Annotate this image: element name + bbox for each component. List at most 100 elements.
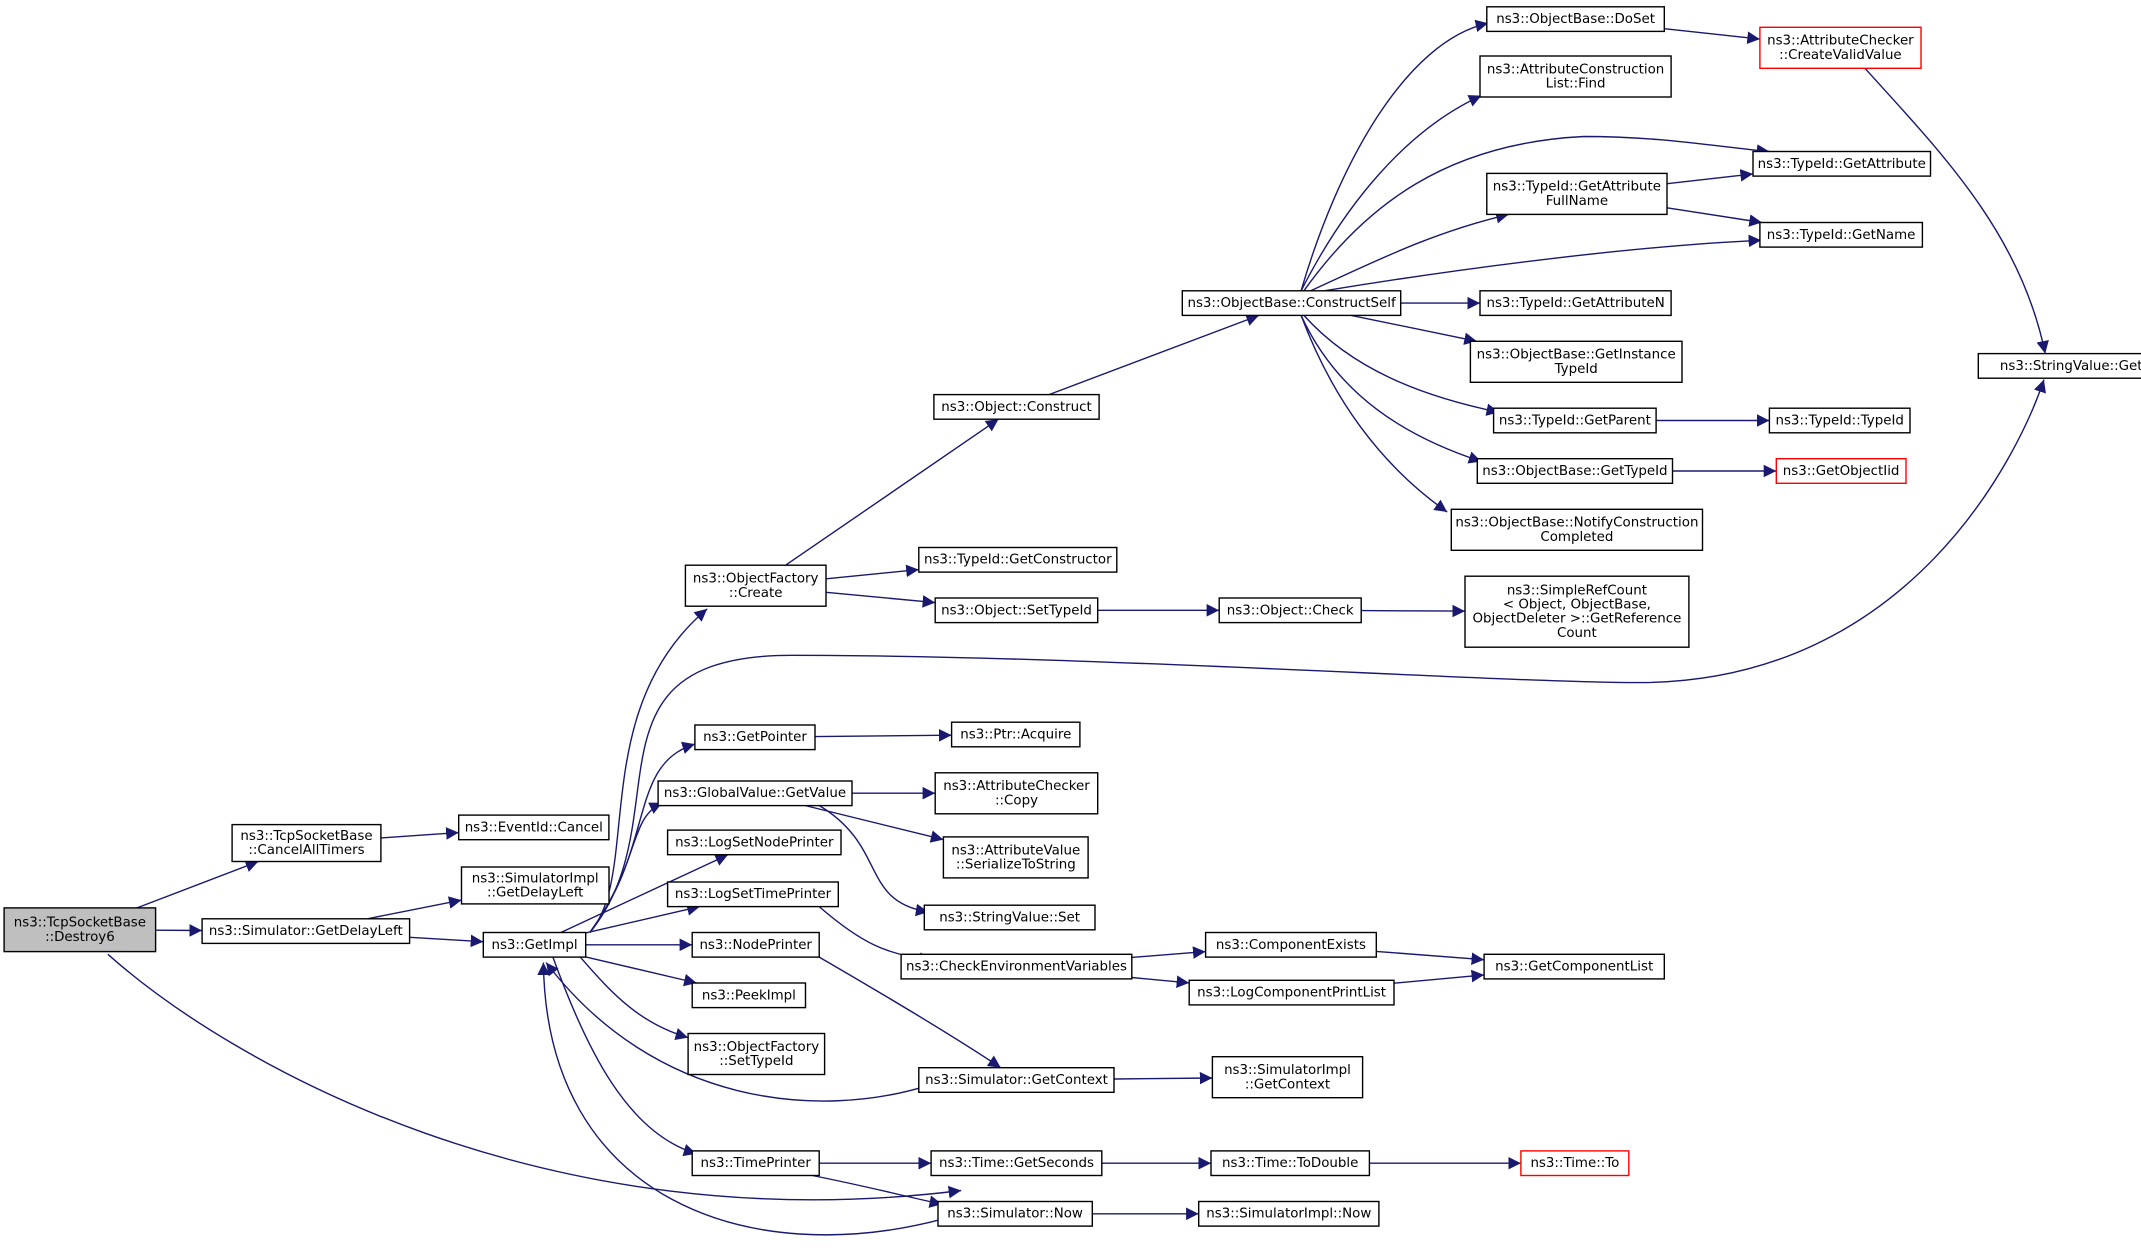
- node-label: ns3::ObjectBase::GetTypeId: [1482, 464, 1667, 479]
- node-time_getseconds[interactable]: ns3::Time::GetSeconds: [930, 1150, 1103, 1177]
- edge-line: [812, 1174, 943, 1208]
- edge-objbase_constructself-to-objbase_notifyconstruction: [1300, 315, 1448, 513]
- node-box: [1486, 6, 1666, 33]
- edge-line: [1048, 313, 1260, 396]
- node-logsetnodeprinter[interactable]: ns3::LogSetNodePrinter: [666, 829, 842, 856]
- node-stringvalue_get[interactable]: ns3::StringValue::Get: [1977, 352, 2141, 379]
- node-box: [201, 918, 411, 945]
- node-box: [934, 597, 1099, 624]
- node-timeprinter[interactable]: ns3::TimePrinter: [691, 1150, 820, 1177]
- node-getcomponentlist[interactable]: ns3::GetComponentList: [1483, 953, 1665, 980]
- node-box: [1197, 1200, 1380, 1227]
- node-typeid_getattribute[interactable]: ns3::TypeId::GetAttribute: [1752, 150, 1932, 177]
- node-box: [1210, 1150, 1371, 1177]
- node-attrchecker_copy[interactable]: ns3::AttributeChecker::Copy: [934, 772, 1099, 815]
- node-label: ns3::EventId::Cancel: [465, 820, 603, 835]
- node-logcomponentprintlist[interactable]: ns3::LogComponentPrintList: [1188, 979, 1395, 1006]
- edge-logcomponentprintlist-to-getcomponentlist: [1393, 969, 1485, 984]
- node-simplerefcount[interactable]: ns3::SimpleRefCount< Object, ObjectBase,…: [1464, 575, 1690, 648]
- edge-objbase_constructself-to-typeid_getattributefullname: [1310, 211, 1509, 292]
- node-logsettimeprinter[interactable]: ns3::LogSetTimePrinter: [666, 881, 839, 908]
- node-globalvalue_getvalue[interactable]: ns3::GlobalValue::GetValue: [657, 780, 853, 807]
- node-attrvalue_serialize[interactable]: ns3::AttributeValue::SerializeToString: [942, 836, 1089, 879]
- node-attrchecker_createvalid[interactable]: ns3::AttributeChecker::CreateValidValue: [1759, 26, 1922, 69]
- node-eventid_cancel[interactable]: ns3::EventId::Cancel: [458, 814, 610, 841]
- node-peekimpl[interactable]: ns3::PeekImpl: [691, 982, 807, 1009]
- node-label: List::Find: [1546, 77, 1606, 92]
- node-box: [458, 814, 610, 841]
- edge-line: [1131, 946, 1206, 959]
- node-label: ns3::TypeId::GetAttribute: [1493, 180, 1661, 195]
- node-componentexists[interactable]: ns3::ComponentExists: [1204, 931, 1377, 958]
- node-objfactory_settypeid[interactable]: ns3::ObjectFactory::SetTypeId: [687, 1032, 826, 1076]
- edge-objbase_constructself-to-typeid_getattribute: [1303, 135, 1770, 292]
- node-time_to[interactable]: ns3::Time::To: [1520, 1150, 1630, 1177]
- edge-line: [1131, 975, 1190, 988]
- node-ptr_acquire[interactable]: ns3::Ptr::Acquire: [950, 721, 1081, 748]
- edge-line: [552, 956, 697, 1157]
- node-label: ObjectDeleter >::GetReference: [1472, 612, 1681, 627]
- edge-sim_now-to-getimpl: [537, 962, 943, 1236]
- node-label: < Object, ObjectBase,: [1503, 598, 1651, 613]
- edge-line: [815, 729, 952, 742]
- node-objfactory_create[interactable]: ns3::ObjectFactory::Create: [684, 564, 827, 607]
- node-simimpl_now[interactable]: ns3::SimulatorImpl::Now: [1197, 1200, 1380, 1227]
- node-getimpl[interactable]: ns3::GetImpl: [482, 931, 587, 958]
- node-checkenvvars[interactable]: ns3::CheckEnvironmentVariables: [900, 953, 1133, 980]
- node-sim_getdelayleft[interactable]: ns3::Simulator::GetDelayLeft: [201, 918, 411, 945]
- node-typeid_getattributen[interactable]: ns3::TypeId::GetAttributeN: [1479, 290, 1672, 317]
- edge-line: [585, 956, 697, 987]
- node-label: ::SerializeToString: [956, 858, 1076, 873]
- node-stringvalue_set[interactable]: ns3::StringValue::Set: [923, 904, 1096, 931]
- node-getpointer[interactable]: ns3::GetPointer: [694, 724, 816, 751]
- node-label: Count: [1557, 626, 1597, 641]
- node-box: [482, 931, 587, 958]
- node-label: ns3::ObjectBase::NotifyConstruction: [1455, 516, 1698, 531]
- node-typeid_getname[interactable]: ns3::TypeId::GetName: [1759, 221, 1924, 248]
- edge-line: [537, 962, 943, 1236]
- node-destroy6[interactable]: ns3::TcpSocketBase::Destroy6: [3, 907, 157, 953]
- node-box: [937, 1200, 1094, 1227]
- node-label: ns3::TypeId::GetName: [1767, 228, 1916, 243]
- node-getobjectiid[interactable]: ns3::GetObjectIid: [1775, 458, 1907, 485]
- edge-line: [1300, 94, 1482, 292]
- node-object_check[interactable]: ns3::Object::Check: [1218, 597, 1362, 624]
- node-typeid_getconstructor[interactable]: ns3::TypeId::GetConstructor: [918, 546, 1118, 573]
- node-sim_now[interactable]: ns3::Simulator::Now: [937, 1200, 1094, 1227]
- node-time_todouble[interactable]: ns3::Time::ToDouble: [1210, 1150, 1371, 1177]
- edge-line: [1393, 969, 1485, 984]
- node-object_construct[interactable]: ns3::Object::Construct: [933, 393, 1100, 420]
- node-box: [1464, 575, 1690, 648]
- edge-typeid_getattributefullname-to-typeid_getname: [1666, 207, 1763, 227]
- node-box: [1775, 458, 1907, 485]
- node-box: [950, 721, 1081, 748]
- node-label: ns3::TypeId::GetAttributeN: [1486, 296, 1664, 311]
- node-box: [691, 982, 807, 1009]
- node-typeid_typeid[interactable]: ns3::TypeId::TypeId: [1768, 407, 1911, 434]
- node-label: ns3::TcpSocketBase: [240, 829, 372, 844]
- node-label: ns3::ObjectBase::ConstructSelf: [1187, 296, 1396, 311]
- node-label: ns3::AttributeChecker: [943, 779, 1090, 794]
- edge-objbase_constructself-to-attrconstructionlist_find: [1300, 94, 1482, 292]
- node-sim_getcontext[interactable]: ns3::Simulator::GetContext: [918, 1066, 1115, 1093]
- node-label: ns3::StringValue::Get: [2000, 359, 2141, 374]
- node-simimpl_getdelayleft[interactable]: ns3::SimulatorImpl::GetDelayLeft: [460, 866, 610, 905]
- node-cancelalltimers[interactable]: ns3::TcpSocketBase::CancelAllTimers: [231, 823, 382, 863]
- node-object_settypeid[interactable]: ns3::Object::SetTypeId: [934, 597, 1099, 624]
- node-label: ns3::ObjectFactory: [693, 572, 819, 587]
- node-box: [1486, 172, 1668, 216]
- node-objbase_doset[interactable]: ns3::ObjectBase::DoSet: [1486, 6, 1666, 33]
- node-nodeprinter[interactable]: ns3::NodePrinter: [691, 931, 820, 958]
- node-objbase_gettypeid[interactable]: ns3::ObjectBase::GetTypeId: [1476, 458, 1674, 485]
- node-objbase_notifyconstruction[interactable]: ns3::ObjectBase::NotifyConstructionCompl…: [1450, 508, 1704, 551]
- node-box: [666, 829, 842, 856]
- edge-line: [367, 896, 462, 920]
- node-simimpl_getcontext[interactable]: ns3::SimulatorImpl::GetContext: [1211, 1055, 1364, 1099]
- node-objbase_constructself[interactable]: ns3::ObjectBase::ConstructSelf: [1181, 290, 1402, 317]
- node-label: ns3::SimulatorImpl::Now: [1206, 1207, 1371, 1222]
- node-typeid_getparent[interactable]: ns3::TypeId::GetParent: [1492, 407, 1657, 434]
- edge-line: [1666, 207, 1763, 227]
